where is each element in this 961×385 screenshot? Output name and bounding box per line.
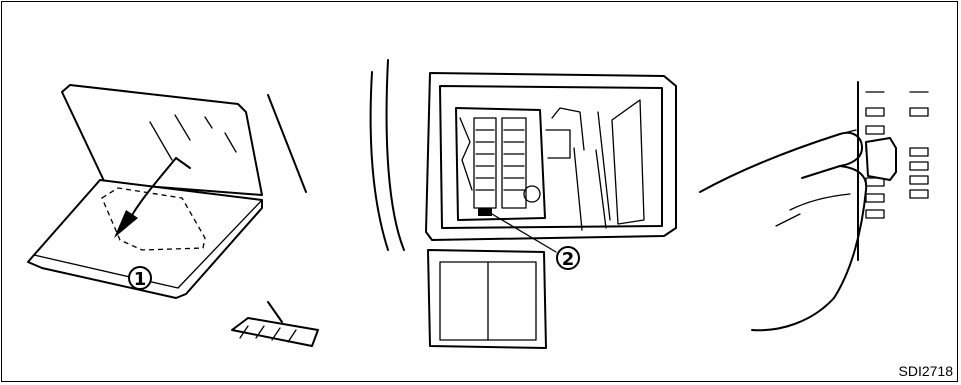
figure-code: SDI2718	[899, 363, 953, 379]
hand-outline	[700, 133, 862, 192]
callout-2-label: 2	[562, 249, 575, 270]
fuse-block	[456, 108, 545, 220]
fuse-puller	[478, 208, 492, 216]
fuse-box-illustration: 2	[371, 60, 676, 348]
panel-cover-illustration: 1	[28, 85, 318, 346]
lower-compartment	[428, 250, 546, 348]
raised-lid	[62, 85, 262, 195]
callout-1-label: 1	[134, 269, 147, 290]
fuse	[866, 138, 896, 180]
hand-fuse-removal-illustration	[700, 82, 928, 330]
callout-2-leader	[492, 214, 556, 252]
